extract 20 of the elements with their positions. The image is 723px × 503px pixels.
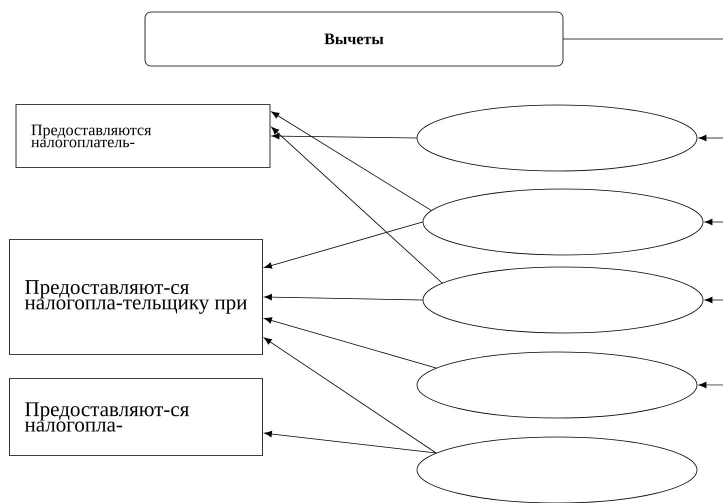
arrow — [698, 134, 723, 142]
ellipse — [422, 266, 704, 334]
text-box: Предоставляют-ся налогопла-тельщику при — [9, 239, 263, 355]
heading-box: Вычеты — [144, 12, 564, 66]
arrow — [272, 132, 417, 140]
arrow — [271, 112, 432, 211]
arrow — [264, 294, 423, 300]
arrow — [264, 430, 437, 454]
ellipse — [416, 104, 698, 172]
arrow — [698, 382, 723, 388]
text-box: Предоставляют-ся налогопла- — [9, 378, 263, 456]
arrow — [264, 222, 423, 269]
arrow — [704, 218, 723, 226]
arrow — [271, 126, 443, 284]
ellipse — [422, 188, 704, 256]
arrow — [264, 337, 437, 454]
text-box: Предоставляются налогоплатель- — [16, 104, 270, 168]
arrow — [264, 317, 437, 368]
arrow — [704, 296, 723, 304]
ellipse — [416, 352, 698, 418]
